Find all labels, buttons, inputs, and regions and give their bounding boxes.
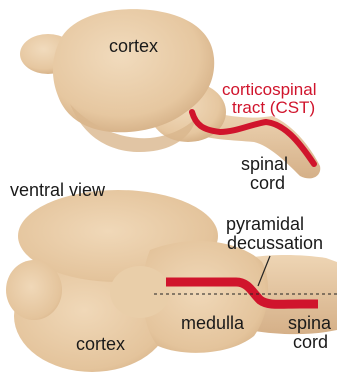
label-spinal-top-line2: cord [250, 174, 285, 193]
label-spinal-bottom-line2: cord [293, 333, 328, 352]
label-cortex-top: cortex [109, 37, 158, 56]
label-medulla: medulla [181, 314, 244, 333]
label-pyramidal-line1: pyramidal [226, 215, 304, 234]
label-spinal-bottom-line1: spina [288, 314, 331, 333]
label-cortex-bottom: cortex [76, 335, 125, 354]
label-ventral-view: ventral view [10, 181, 105, 200]
bottom-olfactory-bulb [6, 260, 62, 320]
label-cst-line1: corticospinal [222, 81, 317, 99]
label-cst-line2: tract (CST) [232, 99, 315, 117]
bottom-pons [110, 266, 170, 318]
label-pyramidal-line2: decussation [227, 234, 323, 253]
label-spinal-top-line1: spinal [241, 155, 288, 174]
